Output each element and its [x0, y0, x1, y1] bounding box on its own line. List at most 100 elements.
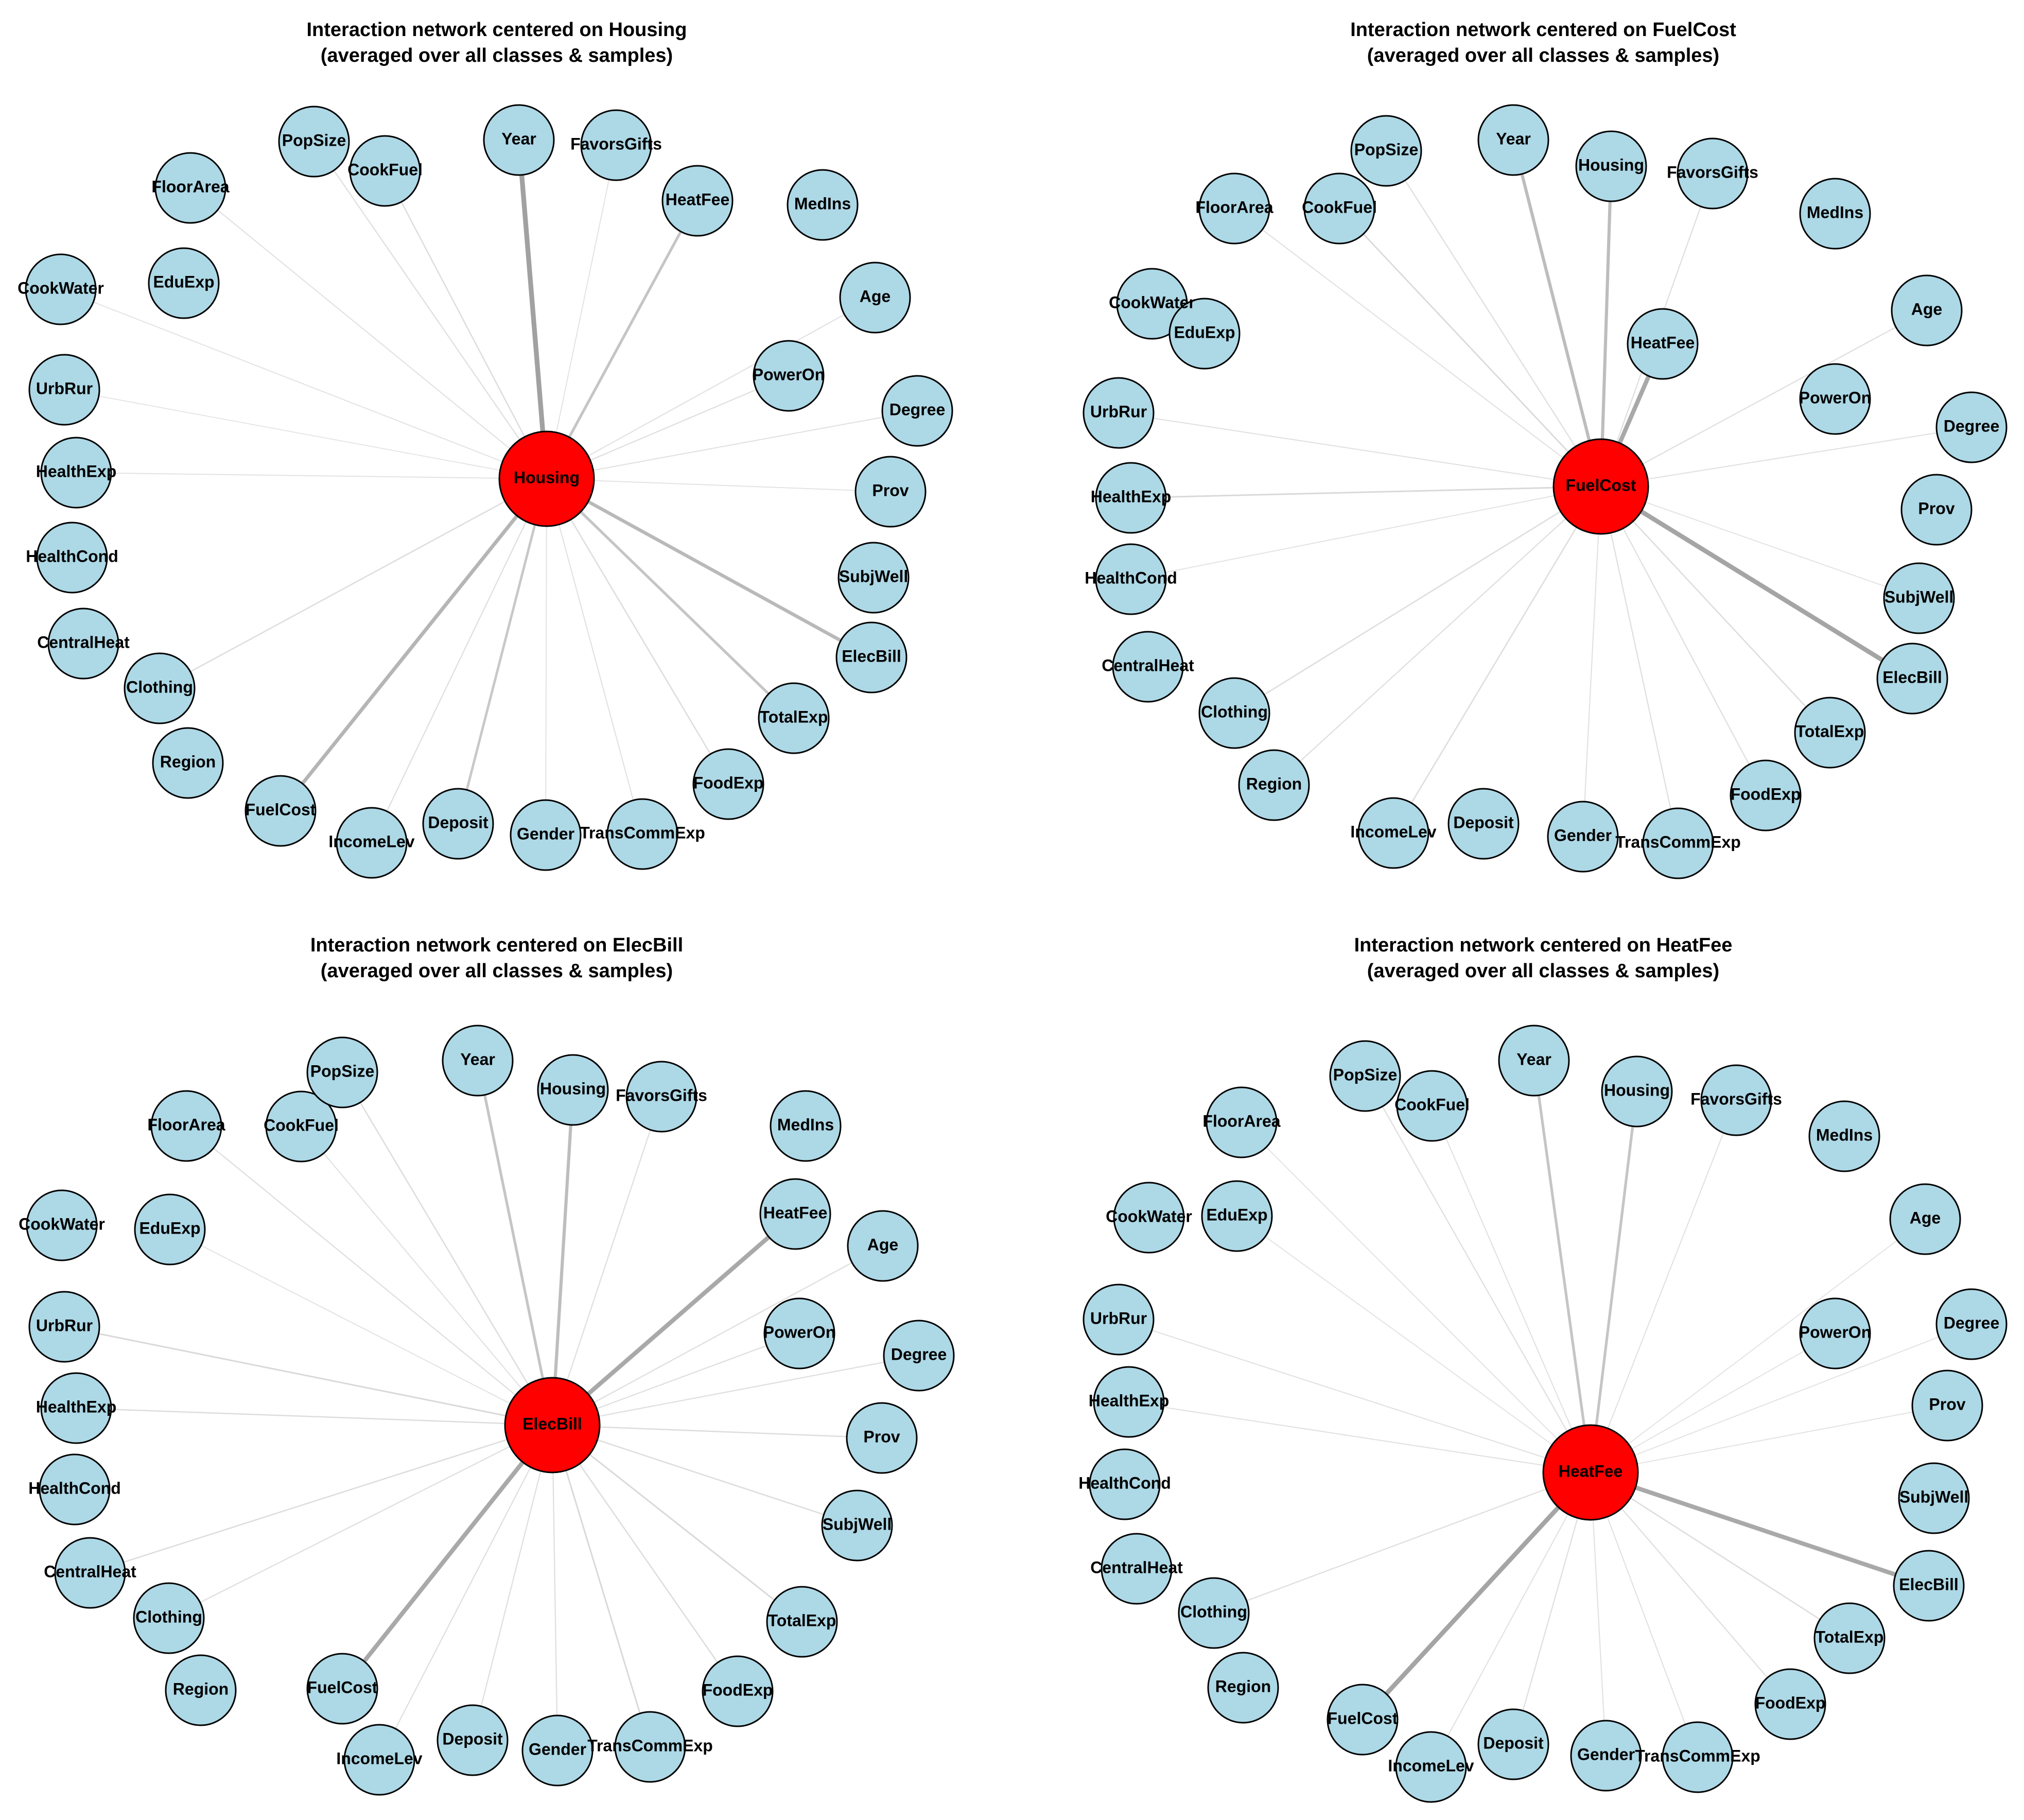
- node-cook-fuel[interactable]: [1396, 1070, 1468, 1142]
- node-deposit[interactable]: [437, 1704, 509, 1776]
- node-total-exp[interactable]: [1813, 1602, 1886, 1674]
- node-urb-rur[interactable]: [28, 1291, 100, 1363]
- node-power-on[interactable]: [1799, 363, 1871, 435]
- node-prov[interactable]: [854, 456, 927, 528]
- node-favors-gifts[interactable]: [580, 109, 652, 181]
- node-prov[interactable]: [1911, 1370, 1983, 1442]
- node-food-exp[interactable]: [1754, 1668, 1826, 1740]
- node-med-ins[interactable]: [787, 169, 859, 241]
- node-housing[interactable]: [1601, 1055, 1673, 1128]
- node-fuel-cost[interactable]: [245, 775, 317, 847]
- node-health-exp[interactable]: [1095, 462, 1167, 534]
- node-pop-size[interactable]: [1329, 1040, 1401, 1112]
- node-gender[interactable]: [1547, 801, 1619, 873]
- node-trans-comm-exp[interactable]: [614, 1711, 686, 1783]
- node-year[interactable]: [442, 1025, 514, 1097]
- node-central-heat[interactable]: [1101, 1533, 1173, 1605]
- node-central-heat[interactable]: [47, 608, 119, 680]
- node-degree[interactable]: [1935, 391, 2008, 463]
- node-trans-comm-exp[interactable]: [606, 798, 678, 870]
- node-gender[interactable]: [521, 1714, 594, 1787]
- node-cook-water[interactable]: [26, 1189, 98, 1261]
- node-med-ins[interactable]: [770, 1090, 842, 1162]
- node-gender[interactable]: [510, 799, 582, 871]
- node-gender[interactable]: [1570, 1720, 1642, 1792]
- node-urb-rur[interactable]: [28, 354, 100, 426]
- node-region[interactable]: [152, 727, 224, 799]
- node-edu-exp[interactable]: [1168, 298, 1241, 370]
- node-health-exp[interactable]: [1093, 1366, 1165, 1438]
- node-degree[interactable]: [1935, 1288, 2008, 1360]
- node-fuel-cost[interactable]: [1327, 1684, 1399, 1756]
- node-region[interactable]: [1207, 1652, 1279, 1724]
- node-favors-gifts[interactable]: [1677, 137, 1749, 210]
- node-edu-exp[interactable]: [148, 247, 220, 319]
- node-total-exp[interactable]: [1794, 697, 1866, 769]
- node-med-ins[interactable]: [1808, 1100, 1880, 1172]
- node-central-heat[interactable]: [54, 1537, 126, 1609]
- node-floor-area[interactable]: [1206, 1086, 1278, 1158]
- node-subj-well[interactable]: [1883, 562, 1955, 634]
- node-year[interactable]: [1477, 104, 1549, 176]
- node-trans-comm-exp[interactable]: [1642, 807, 1714, 879]
- node-income-lev[interactable]: [336, 807, 408, 879]
- node-food-exp[interactable]: [692, 748, 764, 820]
- node-food-exp[interactable]: [1730, 759, 1802, 831]
- node-power-on[interactable]: [763, 1297, 835, 1370]
- node-income-lev[interactable]: [1357, 797, 1429, 869]
- center-node-heat-fee[interactable]: [1542, 1424, 1639, 1521]
- node-clothing[interactable]: [1178, 1577, 1250, 1649]
- node-subj-well[interactable]: [821, 1489, 893, 1562]
- node-prov[interactable]: [1900, 474, 1973, 546]
- node-edu-exp[interactable]: [1201, 1180, 1273, 1252]
- node-pop-size[interactable]: [306, 1036, 378, 1108]
- node-age[interactable]: [1891, 274, 1963, 346]
- node-urb-rur[interactable]: [1083, 1284, 1155, 1356]
- node-heat-fee[interactable]: [1627, 308, 1699, 380]
- node-heat-fee[interactable]: [759, 1178, 831, 1250]
- node-total-exp[interactable]: [758, 682, 830, 754]
- node-clothing[interactable]: [1198, 677, 1270, 749]
- node-pop-size[interactable]: [278, 106, 350, 178]
- node-prov[interactable]: [846, 1402, 918, 1474]
- node-elec-bill[interactable]: [1893, 1550, 1965, 1622]
- node-fuel-cost[interactable]: [306, 1653, 378, 1725]
- center-node-elec-bill[interactable]: [504, 1377, 601, 1474]
- node-favors-gifts[interactable]: [1700, 1064, 1772, 1136]
- node-region[interactable]: [165, 1654, 237, 1726]
- node-subj-well[interactable]: [837, 542, 910, 614]
- node-pop-size[interactable]: [1350, 115, 1422, 187]
- node-cook-water[interactable]: [25, 253, 97, 325]
- node-floor-area[interactable]: [154, 152, 226, 224]
- node-housing[interactable]: [537, 1054, 609, 1126]
- node-elec-bill[interactable]: [1876, 643, 1948, 715]
- node-cook-fuel[interactable]: [265, 1090, 337, 1163]
- node-region[interactable]: [1238, 749, 1310, 821]
- node-deposit[interactable]: [1447, 788, 1520, 860]
- node-year[interactable]: [1498, 1025, 1570, 1097]
- node-health-cond[interactable]: [1089, 1448, 1161, 1520]
- node-income-lev[interactable]: [1395, 1731, 1467, 1803]
- node-favors-gifts[interactable]: [625, 1061, 697, 1133]
- node-subj-well[interactable]: [1898, 1462, 1970, 1534]
- center-node-housing[interactable]: [498, 430, 595, 527]
- node-cook-water[interactable]: [1113, 1182, 1185, 1254]
- node-health-cond[interactable]: [1095, 543, 1167, 615]
- node-health-exp[interactable]: [40, 437, 112, 509]
- node-age[interactable]: [839, 262, 911, 334]
- node-degree[interactable]: [881, 375, 953, 447]
- node-power-on[interactable]: [753, 340, 825, 412]
- node-clothing[interactable]: [124, 652, 196, 724]
- node-edu-exp[interactable]: [134, 1193, 206, 1266]
- node-total-exp[interactable]: [766, 1586, 838, 1658]
- node-deposit[interactable]: [422, 788, 494, 860]
- node-food-exp[interactable]: [702, 1655, 774, 1727]
- node-power-on[interactable]: [1799, 1297, 1871, 1370]
- node-degree[interactable]: [883, 1320, 955, 1392]
- node-deposit[interactable]: [1477, 1708, 1549, 1780]
- node-floor-area[interactable]: [150, 1090, 222, 1162]
- node-year[interactable]: [483, 104, 555, 176]
- node-clothing[interactable]: [133, 1582, 205, 1654]
- node-cook-fuel[interactable]: [1303, 172, 1375, 245]
- node-age[interactable]: [1889, 1183, 1961, 1255]
